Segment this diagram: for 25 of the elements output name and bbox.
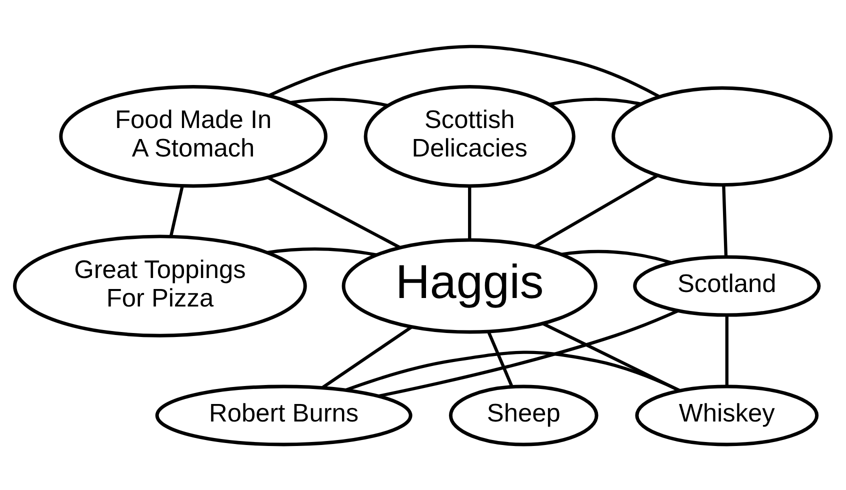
connector: [266, 246, 376, 256]
connector: [346, 350, 680, 392]
connector: [322, 325, 412, 388]
node-ellipse: Great Toppings For Pizza: [13, 234, 307, 337]
node-ellipse: Scottish Delicacies: [364, 84, 576, 188]
connector: [722, 184, 728, 256]
node-ellipse: Whiskey: [635, 384, 819, 446]
connector: [560, 249, 672, 264]
node-ellipse: Robert Burns: [155, 384, 412, 446]
connector: [534, 174, 658, 248]
connector: [378, 308, 678, 398]
node-ellipse: Food Made In A Stomach: [59, 84, 328, 188]
connector: [268, 44, 660, 98]
connector: [725, 315, 728, 386]
node-ellipse: [612, 86, 833, 186]
node-ellipse: Sheep: [448, 384, 598, 446]
connector: [549, 97, 641, 106]
connector: [267, 176, 401, 248]
node-ellipse: Scotland: [633, 254, 821, 316]
node-ellipse: Haggis: [342, 238, 598, 334]
connector: [542, 322, 680, 392]
connector: [290, 97, 388, 107]
connector: [487, 330, 514, 387]
connector: [468, 185, 472, 240]
connector: [169, 185, 184, 236]
